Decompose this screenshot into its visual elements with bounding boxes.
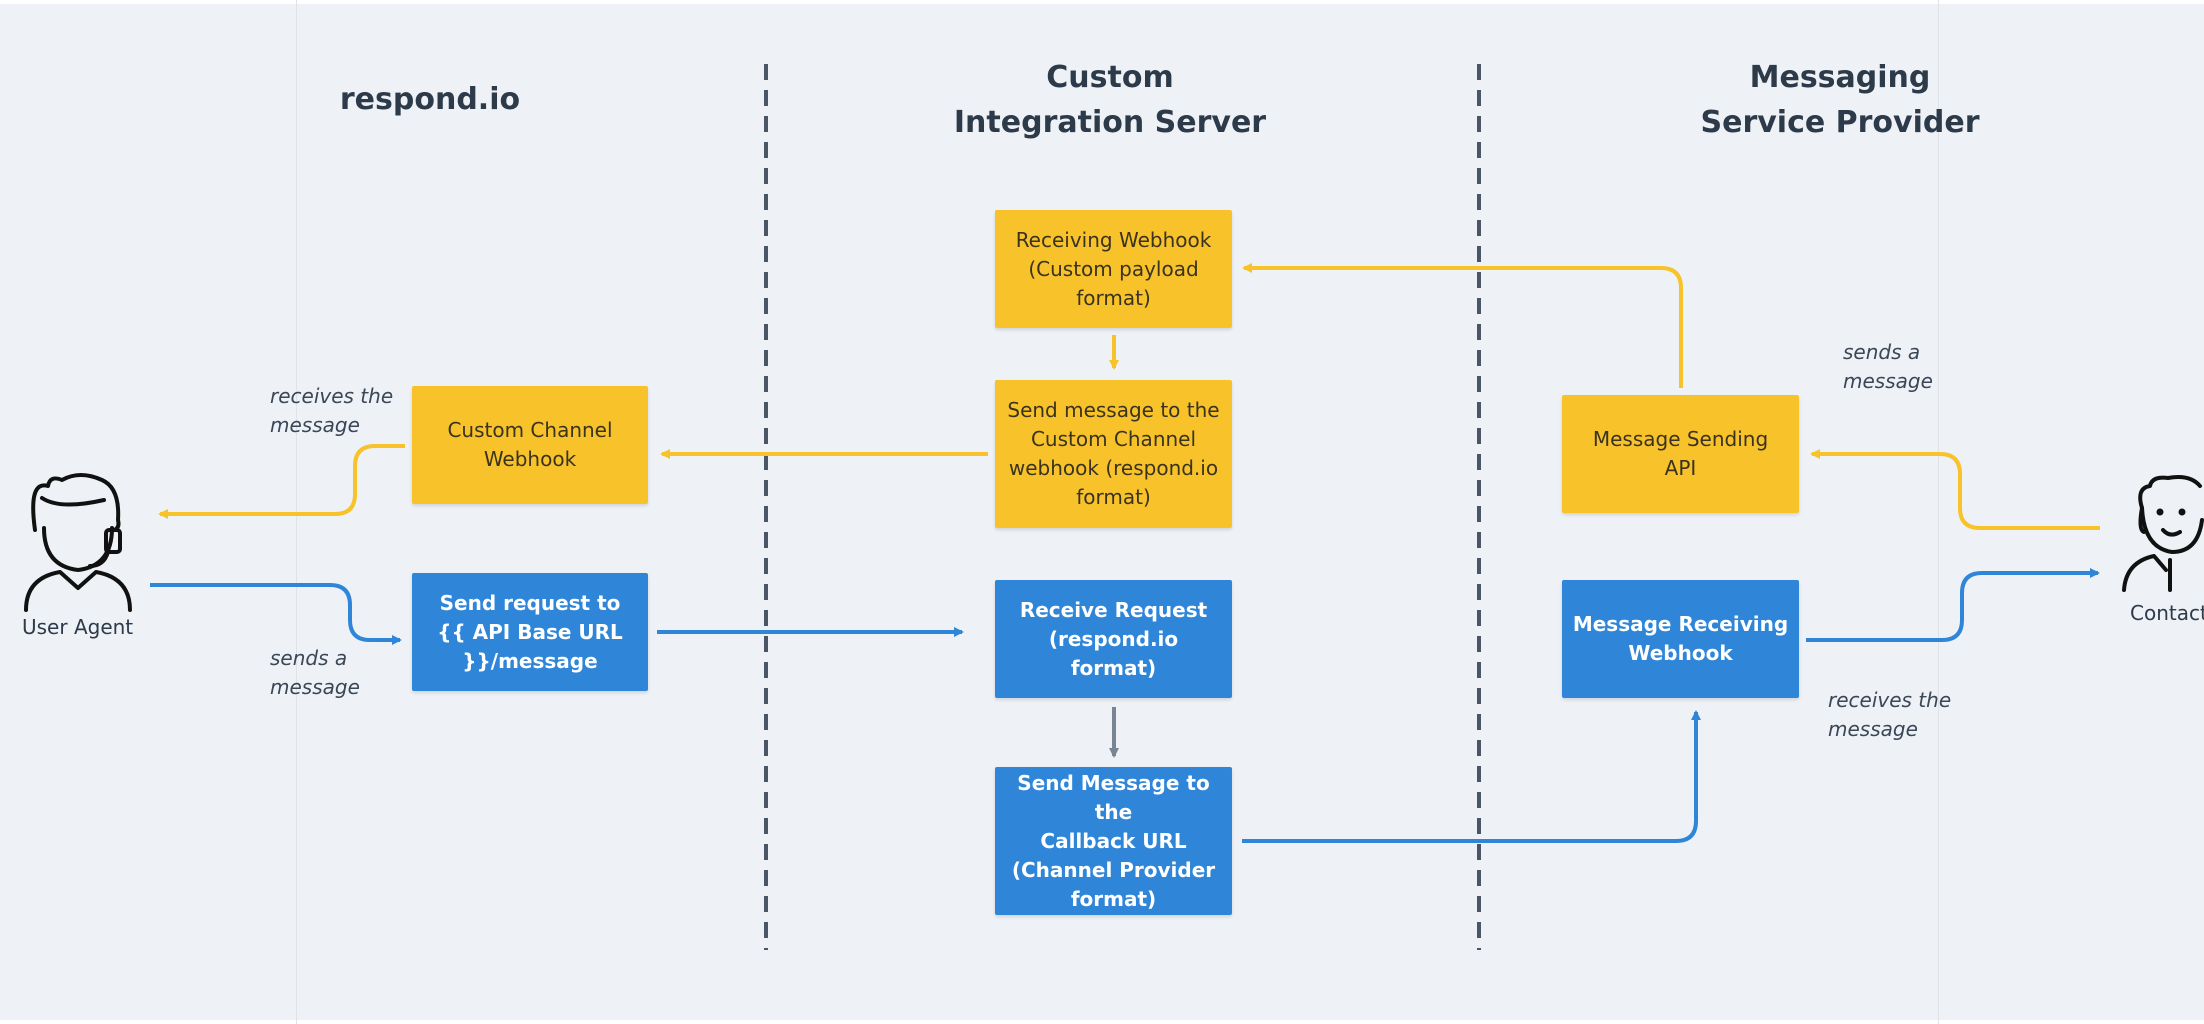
send-to-custom-channel-box: Send message to the Custom Channel webho… [995,380,1232,528]
arrow-contact-to-sending-api [1810,449,2100,530]
message-receiving-webhook-box: Message Receiving Webhook [1562,580,1799,698]
arrow-custom-channel-to-user-agent [158,444,405,519]
arrow-callback-to-receiving-webhook [1242,710,1701,843]
contact-label: Contact [2130,601,2204,625]
custom-channel-webhook-box: Custom Channel Webhook [412,386,648,504]
send-request-box: Send request to {{ API Base URL }}/messa… [412,573,648,691]
arrow-receiving-webhook-to-contact [1806,568,2100,642]
arrow-sending-api-to-receiving-webhook [1242,263,1683,388]
frame-edge-right [1938,0,1939,1024]
send-to-callback-box: Send Message to the Callback URL (Channe… [995,767,1232,915]
headset-agent-icon [24,473,132,612]
note-left-sends: sends a message [270,646,360,699]
message-sending-api-box: Message Sending API [1562,395,1799,513]
user-agent-label: User Agent [22,615,134,639]
note-right-sends: sends a message [1843,340,1933,393]
receiving-webhook-box: Receiving Webhook (Custom payload format… [995,210,1232,328]
person-contact-icon [2122,475,2204,592]
column-title-integration-server: Custom Integration Server [953,60,1267,140]
column-title-service-provider: Messaging Service Provider [1700,60,1980,140]
note-right-receives: receives the message [1828,688,1952,741]
note-left-receives: receives the message [270,384,394,437]
receive-request-box: Receive Request (respond.io format) [995,580,1232,698]
column-title-respondio: respond.io [339,82,521,117]
arrow-user-agent-to-send-request [150,583,402,645]
